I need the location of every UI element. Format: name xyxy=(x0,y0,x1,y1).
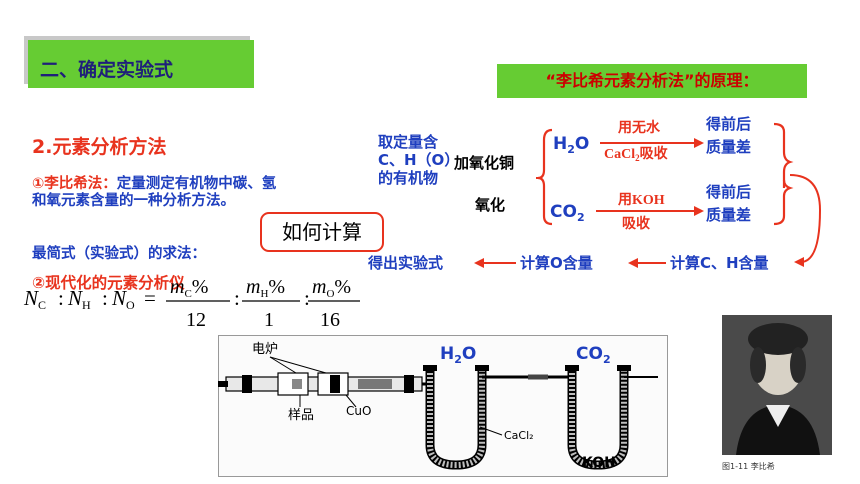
apparatus-h2o: H2O xyxy=(440,344,476,366)
calc-callout: 如何计算 xyxy=(260,212,384,252)
apparatus-koh: KOH xyxy=(582,455,616,471)
formula-d3: 16 xyxy=(320,309,340,331)
flow-h2o: H2O xyxy=(553,134,589,156)
flow-absorb1-top: 用无水 xyxy=(618,119,661,136)
flow-result2-a: 得前后 xyxy=(705,183,751,201)
formula-nh: N xyxy=(67,286,83,310)
formula-d1: 12 xyxy=(186,309,206,331)
principle-banner: “李比希元素分析法”的原理： xyxy=(497,64,807,98)
flow-co2: CO2 xyxy=(550,202,585,224)
section-title-bar xyxy=(28,40,254,88)
flow-reagent: 加氧化铜 xyxy=(453,154,514,172)
apparatus-furnace: 电炉 xyxy=(252,342,278,357)
svg-text:NO: NO xyxy=(111,286,135,312)
section-title: 二、确定实验式 xyxy=(40,59,174,81)
liebig-description: 定量测定有机物中碳、氢和氧元素含量的一种分析方法。 xyxy=(32,176,277,209)
apparatus-sample: 样品 xyxy=(288,408,314,423)
flow-sample-2: C、H（O） xyxy=(378,151,459,169)
flow-calc-ch: 计算C、H含量 xyxy=(670,254,769,272)
flow-calc-o: 计算O含量 xyxy=(520,254,593,272)
flow-result1-b: 质量差 xyxy=(706,138,751,156)
formula-mh: m xyxy=(246,276,260,298)
formula-svg: NC : NH : NO = mC% 12 : mH% 1 : mO% 16 xyxy=(23,276,360,331)
flow-conclude: 得出实验式 xyxy=(367,254,443,272)
svg-text:NH: NH xyxy=(67,286,91,312)
formula-no: N xyxy=(111,286,127,310)
portrait-caption: 图1-11 李比希 xyxy=(722,462,775,471)
apparatus-frame xyxy=(218,335,668,477)
flow-result1-a: 得前后 xyxy=(705,115,751,133)
method-heading: 2.元素分析方法 xyxy=(32,136,167,158)
flow-absorb2-bot: 吸收 xyxy=(622,215,651,232)
flow-absorb1-bot: CaCl2吸收 xyxy=(604,145,669,163)
modern-analyzer: ②现代化的元素分析仪 xyxy=(32,274,185,292)
svg-text:mC%: mC% xyxy=(170,276,208,300)
calc-prompt: 如何计算 xyxy=(282,220,362,244)
svg-text:NC: NC xyxy=(23,286,46,312)
apparatus-co2: CO2 xyxy=(576,344,611,366)
liebig-title: ①李比希法： xyxy=(32,176,117,192)
formula-nc: N xyxy=(23,286,39,310)
apparatus-cacl2: CaCl₂ xyxy=(504,429,534,442)
svg-text::: : xyxy=(234,286,240,310)
svg-text:mO%: mO% xyxy=(312,276,351,300)
apparatus-diagram: 电炉 样品 CuO CaCl₂ KOH H2 xyxy=(218,342,658,471)
principle-label: “李比希元素分析法”的原理： xyxy=(545,71,759,90)
flow-sample-3: 的有机物 xyxy=(378,169,438,187)
formula-mo: m xyxy=(312,276,326,298)
liebig-portrait xyxy=(722,315,832,455)
flow-diagram: 取定量含 C、H（O） 的有机物 加氧化铜 氧化 H2O CO2 用无水 CaC… xyxy=(367,115,822,272)
flow-result2-b: 质量差 xyxy=(706,206,751,224)
flow-oxidize: 氧化 xyxy=(474,196,505,214)
svg-text::: : xyxy=(304,286,310,310)
apparatus-cuo: CuO xyxy=(346,404,371,418)
portrait-image xyxy=(722,315,832,455)
flow-sample-1: 取定量含 xyxy=(378,133,439,151)
svg-text::: : xyxy=(58,286,64,310)
formula-mc: m xyxy=(170,276,184,298)
svg-text:mH%: mH% xyxy=(246,276,285,300)
formula-label: 最简式（实验式）的求法： xyxy=(32,246,206,262)
liebig-paragraph: ①李比希法：定量测定有机物中碳、氢和氧元素含量的一种分析方法。 xyxy=(32,176,282,210)
svg-text:=: = xyxy=(144,286,156,310)
svg-text::: : xyxy=(102,286,108,310)
formula-d2: 1 xyxy=(264,309,274,331)
flow-absorb2-top: 用KOH xyxy=(618,192,665,208)
